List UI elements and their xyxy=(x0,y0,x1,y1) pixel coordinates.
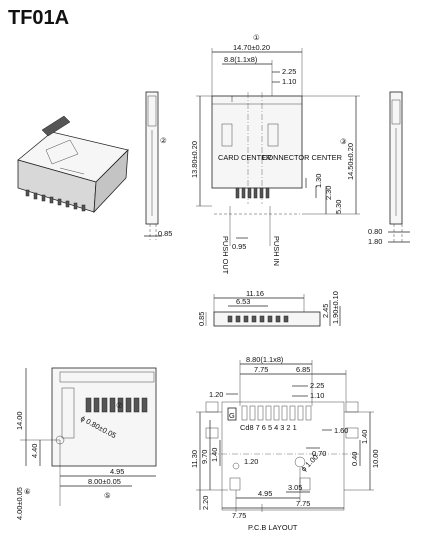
dim-right-080: 0.80 xyxy=(368,227,382,236)
pcb-dim-160: 1.60 xyxy=(334,426,348,435)
pcb-dim-220: 2.20 xyxy=(201,496,210,510)
pcb-dim-1130: 11.30 xyxy=(190,450,199,468)
pcb-dim-775-b1: 7.75 xyxy=(232,511,246,520)
dim-bottom-14: 14.00 xyxy=(15,412,24,431)
pcb-dim-970: 9.70 xyxy=(200,450,209,464)
dim-190: 1.90±0.10 xyxy=(331,291,340,324)
push-in-label: PUSH IN xyxy=(272,236,281,266)
dim-right-180: 1.80 xyxy=(368,237,382,246)
dim-height-left: 13.80±0.20 xyxy=(190,141,199,178)
dim-095: 0.95 xyxy=(232,242,246,251)
pcb-dim-110: 1.10 xyxy=(310,391,324,400)
dim-530: 5.30 xyxy=(334,200,343,214)
dim-width-total: 14.70±0.20 xyxy=(233,43,270,52)
view-marker-1: ① xyxy=(253,33,260,42)
view-marker-2: ② xyxy=(160,136,167,145)
dim-225: 2.25 xyxy=(282,67,296,76)
dim-left-085: 0.85 xyxy=(158,229,172,238)
top-view xyxy=(196,48,360,246)
drawing-title: TF01A xyxy=(8,7,69,29)
pcb-dim-775-top: 7.75 xyxy=(254,365,268,374)
dim-653: 6.53 xyxy=(236,297,250,306)
dim-130: 1.30 xyxy=(314,174,323,188)
left-side-view xyxy=(144,91,162,240)
view-marker-7: ⑦ xyxy=(116,401,123,410)
view-marker-3: ③ xyxy=(340,137,347,146)
dim-bottom-800: 8.00±0.05 xyxy=(88,477,121,486)
dim-110: 1.10 xyxy=(282,77,296,86)
right-side-view xyxy=(388,91,410,244)
dim-bottom-440: 4.40 xyxy=(30,444,39,458)
view-marker-6: ⑥ xyxy=(24,487,31,496)
pcb-dim-120-top: 1.20 xyxy=(209,390,223,399)
pcb-dim-225: 2.25 xyxy=(310,381,324,390)
pcb-dim-040: 0.40 xyxy=(350,452,359,466)
pcb-dim-685: 6.85 xyxy=(296,365,310,374)
pcb-dim-1000: 10.00 xyxy=(371,450,380,469)
pcb-dim-140-left: 1.40 xyxy=(210,448,219,462)
pcb-layout-caption: P.C.B LAYOUT xyxy=(248,523,298,532)
push-out-label: PUSH OUT xyxy=(221,236,230,275)
pcb-pitch-span: 8.80(1.1x8) xyxy=(246,355,283,364)
view-marker-5: ⑤ xyxy=(104,491,111,500)
dim-side-085: 0.85 xyxy=(197,312,206,326)
iso-3d-view xyxy=(17,115,129,214)
pcb-layout xyxy=(196,360,374,512)
card-center-label: CARD CENTER xyxy=(218,153,271,162)
pcb-dim-775-b2: 7.75 xyxy=(296,499,310,508)
dim-bottom-400: 4.00±0.05 xyxy=(15,487,24,520)
dim-height-right: 14.50±0.20 xyxy=(346,143,355,180)
pcb-dim-140-right: 1.40 xyxy=(360,430,369,444)
pcb-pin-labels: Cd8 7 6 5 4 3 2 1 xyxy=(240,423,297,432)
dim-pitch-span: 8.8(1.1x8) xyxy=(224,55,257,64)
pcb-dim-120-mid: 1.20 xyxy=(244,457,258,466)
dim-230: 2.30 xyxy=(324,186,333,200)
bottom-view xyxy=(20,367,157,506)
pcb-dim-305: 3.05 xyxy=(288,483,302,492)
dim-1116: 11.16 xyxy=(246,289,264,298)
dim-bottom-495: 4.95 xyxy=(110,467,124,476)
connector-center-label: CONNECTOR CENTER xyxy=(262,153,342,162)
front-side-view xyxy=(205,294,341,327)
pcb-pad-g: G xyxy=(229,411,235,420)
pcb-dim-495: 4.95 xyxy=(258,489,272,498)
dim-245: 2.45 xyxy=(321,304,330,318)
pcb-dim-070: 0.70 xyxy=(312,449,326,458)
